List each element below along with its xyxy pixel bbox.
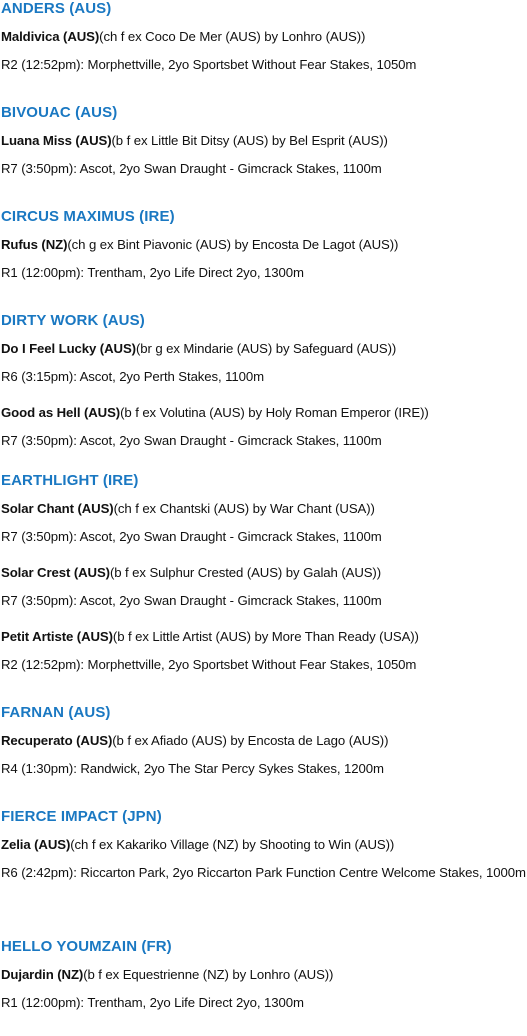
sire-heading: FARNAN (AUS) [1, 704, 111, 721]
horse-name: Good as Hell (AUS) [1, 405, 121, 420]
race-details: R1 (12:00pm): Trentham, 2yo Life Direct … [1, 265, 304, 280]
pedigree-text: (ch f ex Coco De Mer (AUS) by Lonhro (AU… [99, 29, 366, 44]
progeny-line: Maldivica (AUS)(ch f ex Coco De Mer (AUS… [1, 28, 365, 46]
horse-name: Luana Miss (AUS) [1, 133, 112, 148]
horse-name: Solar Chant (AUS) [1, 501, 114, 516]
race-details: R1 (12:00pm): Trentham, 2yo Life Direct … [1, 995, 304, 1010]
pedigree-text: (b f ex Little Artist (AUS) by More Than… [112, 629, 419, 644]
pedigree-text: (b f ex Volutina (AUS) by Holy Roman Emp… [120, 405, 429, 420]
pedigree-text: (b f ex Afiado (AUS) by Encosta de Lago … [112, 733, 389, 748]
sire-heading: HELLO YOUMZAIN (FR) [1, 938, 172, 955]
pedigree-text: (b f ex Sulphur Crested (AUS) by Galah (… [109, 565, 382, 580]
horse-name: Zelia (AUS) [1, 837, 71, 852]
progeny-line: Solar Chant (AUS)(ch f ex Chantski (AUS)… [1, 500, 375, 518]
horse-name: Rufus (NZ) [1, 237, 68, 252]
progeny-line: Zelia (AUS)(ch f ex Kakariko Village (NZ… [1, 836, 394, 854]
sire-heading: BIVOUAC (AUS) [1, 104, 118, 121]
pedigree-text: (br g ex Mindarie (AUS) by Safeguard (AU… [135, 341, 397, 356]
horse-name: Do I Feel Lucky (AUS) [1, 341, 136, 356]
pedigree-text: (ch g ex Bint Piavonic (AUS) by Encosta … [67, 237, 399, 252]
sire-heading: ANDERS (AUS) [1, 0, 112, 17]
horse-name: Solar Crest (AUS) [1, 565, 110, 580]
race-details: R7 (3:50pm): Ascot, 2yo Swan Draught - G… [1, 161, 382, 176]
sire-heading: CIRCUS MAXIMUS (IRE) [1, 208, 175, 225]
sire-heading: FIERCE IMPACT (JPN) [1, 808, 162, 825]
race-details: R7 (3:50pm): Ascot, 2yo Swan Draught - G… [1, 593, 382, 608]
pedigree-text: (b f ex Little Bit Ditsy (AUS) by Bel Es… [111, 133, 388, 148]
race-details: R7 (3:50pm): Ascot, 2yo Swan Draught - G… [1, 433, 382, 448]
pedigree-text: (ch f ex Chantski (AUS) by War Chant (US… [113, 501, 375, 516]
progeny-line: Luana Miss (AUS)(b f ex Little Bit Ditsy… [1, 132, 388, 150]
progeny-line: Dujardin (NZ)(b f ex Equestrienne (NZ) b… [1, 966, 333, 984]
pedigree-text: (ch f ex Kakariko Village (NZ) by Shooti… [70, 837, 395, 852]
horse-name: Recuperato (AUS) [1, 733, 113, 748]
race-details: R7 (3:50pm): Ascot, 2yo Swan Draught - G… [1, 529, 382, 544]
horse-name: Petit Artiste (AUS) [1, 629, 113, 644]
pedigree-text: (b f ex Equestrienne (NZ) by Lonhro (AUS… [83, 967, 334, 982]
race-details: R2 (12:52pm): Morphettville, 2yo Sportsb… [1, 57, 417, 72]
horse-name: Dujardin (NZ) [1, 967, 84, 982]
race-details: R2 (12:52pm): Morphettville, 2yo Sportsb… [1, 657, 417, 672]
progeny-line: Good as Hell (AUS)(b f ex Volutina (AUS)… [1, 404, 429, 422]
progeny-line: Solar Crest (AUS)(b f ex Sulphur Crested… [1, 564, 381, 582]
race-details: R6 (3:15pm): Ascot, 2yo Perth Stakes, 11… [1, 369, 264, 384]
horse-name: Maldivica (AUS) [1, 29, 100, 44]
race-details: R6 (2:42pm): Riccarton Park, 2yo Riccart… [1, 865, 526, 880]
progeny-line: Do I Feel Lucky (AUS)(br g ex Mindarie (… [1, 340, 396, 358]
progeny-line: Recuperato (AUS)(b f ex Afiado (AUS) by … [1, 732, 388, 750]
sire-heading: DIRTY WORK (AUS) [1, 312, 145, 329]
progeny-line: Petit Artiste (AUS)(b f ex Little Artist… [1, 628, 419, 646]
sire-heading: EARTHLIGHT (IRE) [1, 472, 139, 489]
progeny-line: Rufus (NZ)(ch g ex Bint Piavonic (AUS) b… [1, 236, 398, 254]
race-details: R4 (1:30pm): Randwick, 2yo The Star Perc… [1, 761, 384, 776]
